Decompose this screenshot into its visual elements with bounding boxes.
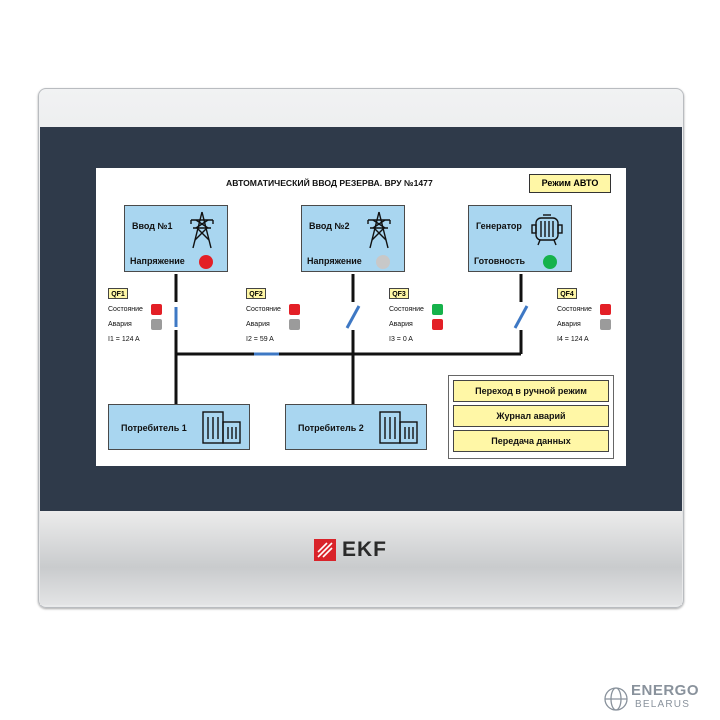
source-generator[interactable]: Генератор Готовность (468, 205, 572, 272)
building-icon (202, 411, 241, 444)
breaker-fault-label: Авария (246, 321, 270, 328)
breaker-tag-qf2[interactable]: QF2 (246, 288, 266, 299)
consumer-1[interactable]: Потребитель 1 (108, 404, 250, 450)
watermark-line2: BELARUS (635, 699, 691, 710)
voltage-lamp (199, 255, 213, 269)
source-name: Генератор (476, 221, 522, 231)
consumer-2[interactable]: Потребитель 2 (285, 404, 427, 450)
breaker-current: I1 = 124 A (108, 336, 140, 343)
alarm-log-button[interactable]: Журнал аварий (453, 405, 609, 427)
ekf-logo-icon (314, 539, 336, 561)
brand-name: EKF (342, 538, 387, 561)
single-line-diagram (174, 274, 529, 404)
breaker-state-indicator (600, 304, 611, 315)
device-bottom-panel (40, 511, 682, 605)
breaker-state-label: Состояние (389, 306, 424, 313)
energo-belarus-watermark: ENERGO BELARUS (603, 682, 715, 716)
mode-button[interactable]: Режим АВТО (529, 174, 611, 193)
watermark-line1: ENERGO (631, 682, 700, 699)
breaker-fault-indicator (151, 319, 162, 330)
data-transfer-button[interactable]: Передача данных (453, 430, 609, 452)
breaker-state-indicator (151, 304, 162, 315)
breaker-state-label: Состояние (246, 306, 281, 313)
globe-icon (604, 687, 628, 711)
breaker-fault-label: Авария (557, 321, 581, 328)
source-input-2[interactable]: Ввод №2 Напряжение (301, 205, 405, 272)
source-status-label: Напряжение (130, 256, 185, 266)
power-tower-icon (190, 211, 214, 249)
manual-mode-button[interactable]: Переход в ручной режим (453, 380, 609, 402)
control-menu: Переход в ручной режим Журнал аварий Пер… (448, 375, 614, 459)
power-tower-icon (367, 211, 391, 249)
generator-icon (531, 214, 563, 246)
breaker-state-indicator (432, 304, 443, 315)
breaker-current: I2 = 59 A (246, 336, 274, 343)
consumer-label: Потребитель 2 (298, 423, 364, 433)
breaker-qf3-contact (345, 305, 361, 329)
source-status-label: Готовность (474, 256, 526, 266)
ekf-logo: EKF (314, 537, 406, 565)
readiness-lamp (543, 255, 557, 269)
source-status-label: Напряжение (307, 256, 362, 266)
source-name: Ввод №2 (309, 221, 350, 231)
source-name: Ввод №1 (132, 221, 173, 231)
hmi-screen: АВТОМАТИЧЕСКИЙ ВВОД РЕЗЕРВА. ВРУ №1477 Р… (96, 168, 626, 466)
breaker-state-label: Состояние (108, 306, 143, 313)
breaker-state-indicator (289, 304, 300, 315)
breaker-qf4-contact (513, 305, 529, 329)
breaker-current: I4 = 124 A (557, 336, 589, 343)
breaker-fault-label: Авария (108, 321, 132, 328)
breaker-fault-indicator (289, 319, 300, 330)
source-input-1[interactable]: Ввод №1 Напряжение (124, 205, 228, 272)
breaker-tag-qf3[interactable]: QF3 (389, 288, 409, 299)
breaker-fault-indicator (432, 319, 443, 330)
screen-title: АВТОМАТИЧЕСКИЙ ВВОД РЕЗЕРВА. ВРУ №1477 (226, 178, 433, 188)
voltage-lamp (376, 255, 390, 269)
breaker-fault-label: Авария (389, 321, 413, 328)
building-icon (379, 411, 418, 444)
breaker-tag-qf1[interactable]: QF1 (108, 288, 128, 299)
breaker-tag-qf4[interactable]: QF4 (557, 288, 577, 299)
breaker-current: I3 = 0 A (389, 336, 413, 343)
consumer-label: Потребитель 1 (121, 423, 187, 433)
breaker-state-label: Состояние (557, 306, 592, 313)
breaker-fault-indicator (600, 319, 611, 330)
